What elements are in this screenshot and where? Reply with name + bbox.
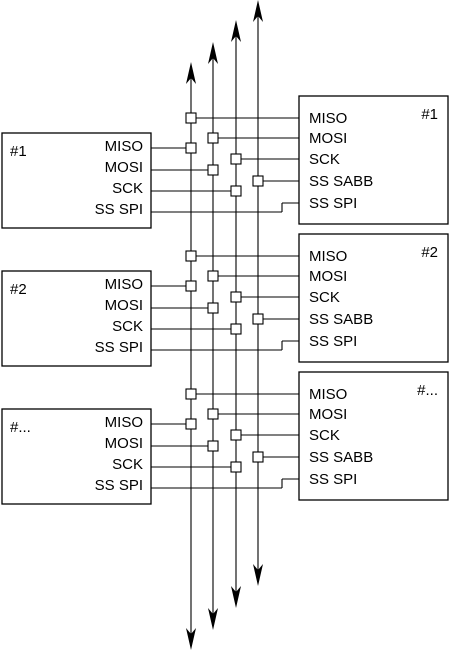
- left-pin-label: MISO: [105, 414, 143, 431]
- left-pin-label: SCK: [112, 180, 143, 197]
- bus-arrow-up: [208, 42, 218, 64]
- junction-node: [252, 313, 264, 325]
- right-pin-label: SS SPI: [309, 333, 357, 350]
- junction-node: [185, 418, 197, 430]
- bus-arrow-up: [231, 20, 241, 42]
- junction-node: [207, 408, 219, 420]
- right-pin-label: SS SABB: [309, 311, 373, 328]
- wires: [151, 117, 299, 489]
- left-device-box: [1, 408, 152, 505]
- junction-node: [185, 112, 197, 124]
- bus-arrow-down: [208, 608, 218, 630]
- right-pin-label: MISO: [309, 248, 347, 265]
- bus-arrow-down: [231, 586, 241, 608]
- right-pin-label: MOSI: [309, 406, 347, 423]
- junction-node: [207, 132, 219, 144]
- right-pin-label: SCK: [309, 427, 340, 444]
- bus-lines: [186, 0, 263, 650]
- junction-node: [230, 185, 242, 197]
- device-boxes: [1, 95, 449, 505]
- junction-node: [230, 153, 242, 165]
- right-device-box: [298, 233, 449, 363]
- left-pin-label: SS SPI: [95, 201, 143, 218]
- junction-node: [252, 175, 264, 187]
- left-pin-label: SCK: [112, 456, 143, 473]
- junction-node: [230, 323, 242, 335]
- bus-arrow-down: [253, 564, 263, 586]
- left-pin-label: MOSI: [105, 435, 143, 452]
- right-pin-label: MISO: [309, 110, 347, 127]
- bus-arrow-down: [186, 628, 196, 650]
- right-pin-label: SS SPI: [309, 471, 357, 488]
- junction-node: [185, 142, 197, 154]
- junction-node: [185, 280, 197, 292]
- junction-node: [252, 451, 264, 463]
- left-pin-label: SCK: [112, 318, 143, 335]
- right-pin-label: SS SABB: [309, 173, 373, 190]
- left-pin-label: MOSI: [105, 159, 143, 176]
- right-pin-label: SS SPI: [309, 195, 357, 212]
- junction-nodes: [185, 112, 264, 473]
- left-device-box: [1, 270, 152, 367]
- right-device-id: #1: [421, 106, 438, 123]
- right-device-id: #2: [421, 244, 438, 261]
- junction-node: [207, 164, 219, 176]
- right-pin-label: SCK: [309, 289, 340, 306]
- left-pin-label: MISO: [105, 276, 143, 293]
- right-pin-label: SS SABB: [309, 449, 373, 466]
- junction-node: [230, 461, 242, 473]
- left-pin-label: SS SPI: [95, 339, 143, 356]
- left-device-id: #1: [10, 143, 27, 160]
- bus-arrow-up: [253, 0, 263, 22]
- junction-node: [185, 250, 197, 262]
- left-pin-label: MOSI: [105, 297, 143, 314]
- junction-node: [185, 388, 197, 400]
- junction-node: [230, 291, 242, 303]
- left-device-id: #...: [10, 419, 31, 436]
- right-pin-label: MOSI: [309, 268, 347, 285]
- left-pin-label: SS SPI: [95, 477, 143, 494]
- right-device-id: #...: [417, 382, 438, 399]
- junction-node: [230, 429, 242, 441]
- right-device-box: [298, 371, 449, 501]
- right-pin-label: MISO: [309, 386, 347, 403]
- junction-node: [207, 270, 219, 282]
- junction-node: [207, 302, 219, 314]
- left-pin-label: MISO: [105, 138, 143, 155]
- junction-node: [207, 440, 219, 452]
- bus-arrow-up: [186, 62, 196, 84]
- right-pin-label: SCK: [309, 151, 340, 168]
- left-device-id: #2: [10, 281, 27, 298]
- right-pin-label: MOSI: [309, 130, 347, 147]
- right-device-box: [298, 95, 449, 225]
- left-device-box: [1, 132, 152, 229]
